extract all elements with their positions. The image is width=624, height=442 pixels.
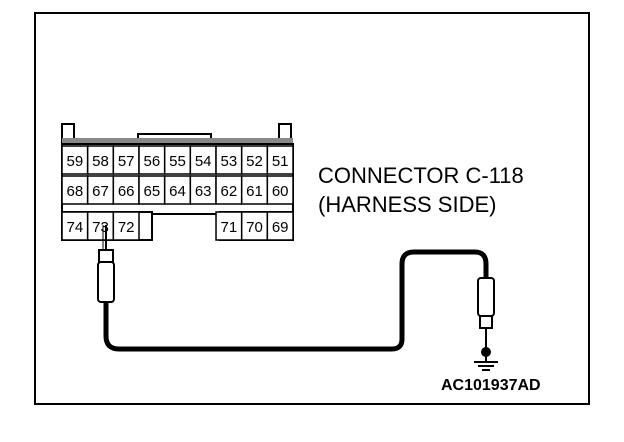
pin-cell xyxy=(112,145,140,175)
pin-label-73: 73 xyxy=(92,219,109,236)
pin-label-51: 51 xyxy=(272,153,289,170)
pin-cell xyxy=(189,175,217,205)
pin-label-71: 71 xyxy=(221,219,238,236)
pin-label-53: 53 xyxy=(221,153,238,170)
pin-label-65: 65 xyxy=(144,183,161,200)
pin-cells: 59 58 57 56 55 54 53 52 51 68 67 66 65 64 63 62 61 60 74 73… xyxy=(61,145,294,241)
connector-title: CONNECTOR C-118 xyxy=(318,163,524,188)
pin-label-63: 63 xyxy=(195,183,212,200)
pin-label-70: 70 xyxy=(246,219,263,236)
connector-c118: 59 58 57 56 55 54 53 52 51 68 67 66 65 64 63 62 61 60 74 73… xyxy=(61,123,294,241)
connector-subtitle: (HARNESS SIDE) xyxy=(318,192,496,217)
pin-label-55: 55 xyxy=(169,153,186,170)
pin-cell xyxy=(61,145,89,175)
pin-label-66: 66 xyxy=(118,183,135,200)
figure-code: AC101937AD xyxy=(441,377,541,394)
pin-cell xyxy=(266,175,294,205)
pin-cell xyxy=(112,211,140,241)
pin-label-61: 61 xyxy=(246,183,263,200)
pin-label-59: 59 xyxy=(66,153,83,170)
pin-label-57: 57 xyxy=(118,153,135,170)
pin-label-58: 58 xyxy=(92,153,109,170)
pin-cell xyxy=(240,175,269,205)
pin-label-56: 56 xyxy=(144,153,161,170)
connector-top-edge xyxy=(62,138,293,146)
pin-label-67: 67 xyxy=(92,183,109,200)
pin-label-72: 72 xyxy=(118,219,135,236)
pin-label-68: 68 xyxy=(66,183,83,200)
probe-ground xyxy=(477,277,495,357)
pin-label-69: 69 xyxy=(272,219,289,236)
probe-pin-73 xyxy=(97,225,115,303)
test-lead-wire xyxy=(103,249,489,352)
ground-symbol xyxy=(474,352,498,371)
pin-cell xyxy=(266,145,294,175)
pin-label-64: 64 xyxy=(169,183,186,200)
pin-cell xyxy=(112,175,140,205)
pin-cell xyxy=(163,175,192,205)
pin-cell xyxy=(266,211,294,241)
pin-label-62: 62 xyxy=(221,183,238,200)
pin-label-54: 54 xyxy=(195,153,212,170)
pin-label-52: 52 xyxy=(246,153,263,170)
diagram-frame xyxy=(34,12,590,405)
pin-cell xyxy=(61,211,89,241)
pin-cell xyxy=(240,211,269,241)
pin-label-74: 74 xyxy=(66,219,83,236)
pin-label-60: 60 xyxy=(272,183,289,200)
